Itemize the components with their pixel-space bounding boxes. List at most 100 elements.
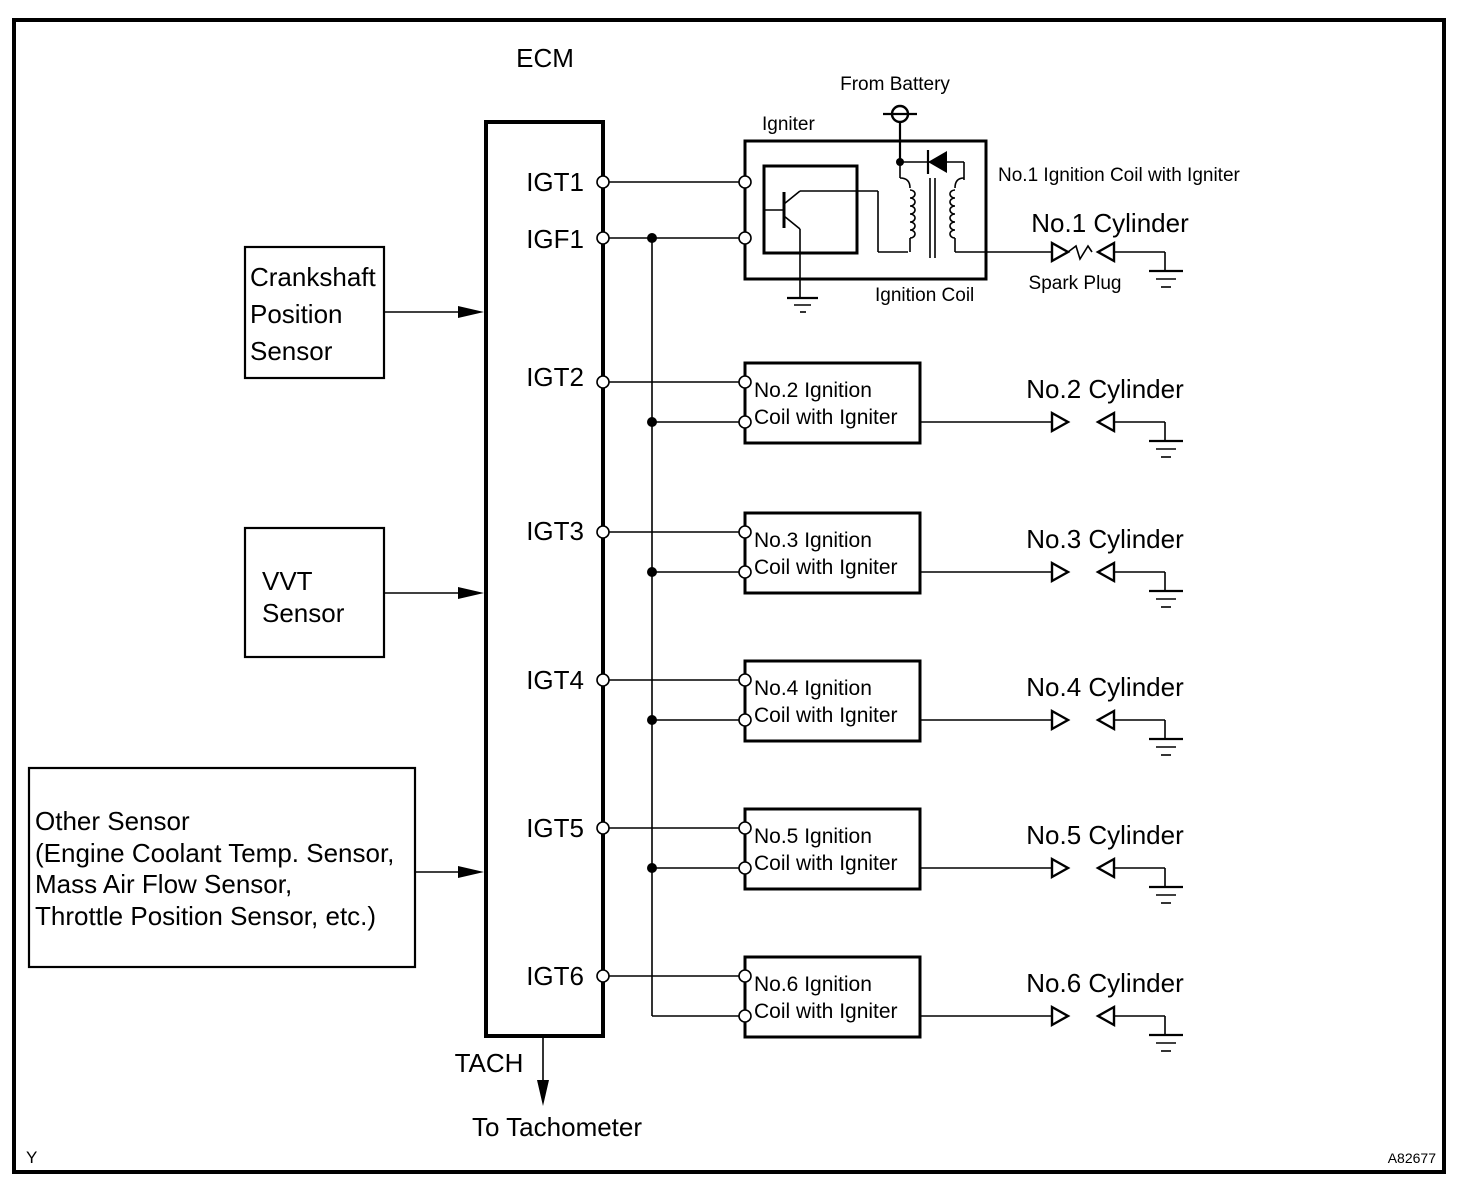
junction-dot	[647, 715, 657, 725]
junction-dot	[647, 863, 657, 873]
pin-igf1: IGF1	[526, 224, 584, 254]
pin-igt6: IGT6	[526, 961, 584, 991]
arrow-down-icon	[537, 1080, 549, 1106]
coil-2-box	[743, 361, 922, 445]
coil-5-box	[743, 807, 922, 891]
crankshaft-sensor-line3: Sensor	[250, 336, 333, 366]
terminal-icon	[738, 375, 752, 389]
crankshaft-sensor-line1: Crankshaft	[250, 262, 376, 292]
junction-dot	[647, 567, 657, 577]
coil1-box	[743, 139, 988, 281]
tach-label: TACH	[455, 1048, 524, 1078]
coil-5-label-line2: Coil with Igniter	[754, 852, 898, 875]
spark-plug-icon	[1050, 1004, 1166, 1034]
igniter-label: Igniter	[762, 114, 815, 135]
coil-2-label-line1: No.2 Ignition	[754, 379, 872, 402]
spark-plug-icon	[1050, 708, 1166, 738]
coil-4-label-line1: No.4 Ignition	[754, 677, 872, 700]
arrow-icon	[458, 587, 484, 599]
vvt-sensor-line2: Sensor	[262, 598, 345, 628]
transistor-icon	[765, 190, 908, 298]
terminal-icon	[596, 821, 610, 835]
coil-4-box	[743, 659, 922, 743]
terminal-icon	[596, 673, 610, 687]
arrow-icon	[458, 306, 484, 318]
ecm-box	[484, 120, 605, 1038]
arrow-icon	[458, 866, 484, 878]
to-tachometer-label: To Tachometer	[472, 1112, 642, 1142]
spark-plug-icon	[1050, 240, 1166, 270]
cylinder-2-label: No.2 Cylinder	[1026, 374, 1184, 404]
terminal-icon	[596, 175, 610, 189]
other-sensor-line1: Other Sensor	[35, 806, 190, 836]
crankshaft-sensor-line2: Position	[250, 299, 343, 329]
junction-dot	[647, 233, 657, 243]
terminal-icon	[738, 525, 752, 539]
ground-icon	[1149, 269, 1183, 288]
pin-igt4: IGT4	[526, 665, 584, 695]
terminal-icon	[738, 821, 752, 835]
spark-plug-icon	[1050, 560, 1166, 590]
terminal-icon	[596, 525, 610, 539]
coil-6-box	[743, 955, 922, 1039]
coil-3-label-line2: Coil with Igniter	[754, 556, 898, 579]
ecm-title: ECM	[516, 43, 574, 73]
coil-2-label-line2: Coil with Igniter	[754, 406, 898, 429]
coil-5-label-line1: No.5 Ignition	[754, 825, 872, 848]
terminal-icon	[738, 231, 752, 245]
figure-id: A82677	[1388, 1150, 1436, 1166]
pin-igt3: IGT3	[526, 516, 584, 546]
spark-plug-icon	[1050, 856, 1166, 886]
pin-igt1: IGT1	[526, 167, 584, 197]
terminal-icon	[596, 375, 610, 389]
ecm-pin-labels: IGT1 IGF1 IGT2 IGT3 IGT4 IGT5 IGT6	[526, 167, 584, 991]
ignition-coil-icon	[899, 177, 965, 258]
cylinder-4-label: No.4 Cylinder	[1026, 672, 1184, 702]
ground-icon	[1149, 737, 1183, 756]
terminal-icon	[738, 861, 752, 875]
spark-plug-label: Spark Plug	[1029, 273, 1122, 294]
terminal-icon	[738, 1009, 752, 1023]
igniter-box	[762, 164, 859, 255]
other-sensor-line3: Mass Air Flow Sensor,	[35, 869, 292, 899]
ground-icon	[1149, 439, 1183, 458]
coil1-title: No.1 Ignition Coil with Igniter	[998, 165, 1241, 186]
coil-3-label-line1: No.3 Ignition	[754, 529, 872, 552]
ground-icon	[1149, 885, 1183, 904]
vvt-sensor-line1: VVT	[262, 566, 313, 596]
terminal-icon	[596, 969, 610, 983]
ground-icon	[1149, 1033, 1183, 1052]
pin-igt5: IGT5	[526, 813, 584, 843]
terminal-icon	[738, 415, 752, 429]
cylinder-5-label: No.5 Cylinder	[1026, 820, 1184, 850]
other-sensor-line2: (Engine Coolant Temp. Sensor,	[35, 838, 394, 868]
junction-dot	[647, 417, 657, 427]
other-sensor-box	[27, 766, 417, 969]
cylinder-6-label: No.6 Cylinder	[1026, 968, 1184, 998]
pin-igt2: IGT2	[526, 362, 584, 392]
terminal-icon	[596, 231, 610, 245]
ignition-coil-label: Ignition Coil	[875, 285, 974, 306]
spark-plug-icon	[1050, 410, 1166, 440]
coil-6-label-line1: No.6 Ignition	[754, 973, 872, 996]
coil-6-label-line2: Coil with Igniter	[754, 1000, 898, 1023]
terminal-icon	[738, 175, 752, 189]
terminal-icon	[738, 713, 752, 727]
coil-4-label-line2: Coil with Igniter	[754, 704, 898, 727]
ground-icon	[787, 296, 818, 313]
other-sensor-line4: Throttle Position Sensor, etc.)	[35, 901, 376, 931]
from-battery-label: From Battery	[840, 74, 950, 95]
corner-mark: Y	[26, 1148, 37, 1167]
ground-icon	[1149, 589, 1183, 608]
cylinder-1-label: No.1 Cylinder	[1031, 208, 1189, 238]
terminal-icon	[738, 673, 752, 687]
coil-3-box	[743, 511, 922, 595]
terminal-icon	[738, 969, 752, 983]
